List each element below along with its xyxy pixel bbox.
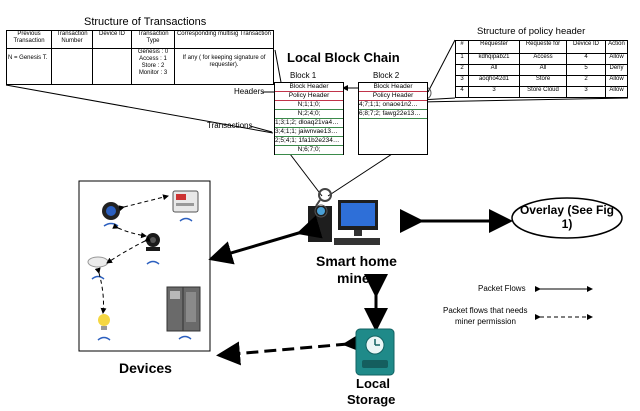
overlay-ellipse[interactable] — [511, 197, 623, 239]
policy-header: Requester — [468, 40, 520, 54]
refrigerator-icon — [166, 286, 201, 340]
policy-cell: 4 — [566, 53, 606, 65]
policy-structure-table: # Requester Requeste for Device ID Actio… — [455, 40, 628, 98]
block1-label: Block 1 — [290, 71, 317, 80]
block1-transaction: N;1;1;0; — [275, 101, 343, 110]
miner-devices-flow — [208, 215, 323, 265]
block2-label: Block 2 — [373, 71, 400, 80]
tx-header: Device ID — [92, 30, 132, 49]
policy-cell: kdhqipab21 — [468, 53, 520, 65]
storage-label-line1: Local — [356, 376, 390, 391]
devices-label: Devices — [119, 360, 172, 376]
miner-label-line1: Smart home — [316, 253, 397, 269]
tx-structure-table: Previous Transaction Transaction Number … — [6, 30, 274, 85]
policy-cell: 4 — [455, 86, 469, 98]
tx-cell: N = Genesis T. — [6, 48, 52, 85]
chain-title: Local Block Chain — [287, 50, 400, 65]
policy-cell: Store — [519, 75, 567, 87]
tx-header: Corresponding multisig Transaction — [174, 30, 274, 49]
light-bulb-icon — [97, 314, 111, 341]
policy-cell: aoqho42d1 — [468, 75, 520, 87]
policy-cell: 1 — [455, 53, 469, 65]
transactions-label: Transactions — [207, 121, 253, 130]
policy-cell: 2 — [566, 75, 606, 87]
device-permission-flows — [94, 194, 169, 314]
transactions-pointer — [249, 125, 273, 133]
policy-cell: 2 — [455, 64, 469, 76]
smart-display-icon — [172, 190, 199, 222]
policy-cell: 5 — [566, 64, 606, 76]
block2-transaction: 4;7;1;1; onaoe1n2… — [359, 101, 427, 110]
block1-transaction: N;6;7;0; — [275, 146, 343, 155]
tx-header: Transaction Type — [131, 30, 175, 49]
policy-cell: All — [468, 64, 520, 76]
block1-transaction: 2;5;4;1; 1fa1b2e234… — [275, 137, 343, 146]
policy-cell: Access — [519, 53, 567, 65]
legend-solid-label: Packet Flows — [478, 284, 526, 293]
tx-cell: Genesis : 0 Access : 1 Store : 2 Monitor… — [131, 48, 175, 85]
tx-header: Previous Transaction — [6, 30, 52, 49]
policy-header: Action — [605, 40, 628, 54]
tx-cell: If any ( for keeping signature of reques… — [174, 48, 274, 85]
policy-cell: 3 — [468, 86, 520, 98]
policy-header: Requeste for — [519, 40, 567, 54]
block2-policy-header: Policy Header — [359, 92, 427, 101]
block2-transaction: 6;8;7;2; fawg22e13… — [359, 110, 427, 119]
policy-cell: Allow — [605, 86, 628, 98]
magnifier-icon — [315, 188, 332, 207]
policy-structure-title: Structure of policy header — [477, 26, 586, 37]
miner-to-chain-lines — [289, 153, 393, 197]
block1-block-header: Block Header — [275, 83, 343, 92]
storage-devices-flow — [216, 330, 367, 366]
miner-computer-icon — [308, 200, 380, 245]
policy-cell: Allow — [605, 53, 628, 65]
tx-structure-title: Structure of Transactions — [84, 16, 207, 28]
tx-cell — [92, 48, 132, 85]
policy-cell: 3 — [566, 86, 606, 98]
overlay-label[interactable]: Overlay (See Fig 1) — [519, 203, 615, 231]
block1: Block Header Policy Header N;1;1;0; N;2;… — [274, 82, 344, 155]
storage-label-line2: Storage — [347, 392, 396, 407]
policy-cell: Deny — [605, 64, 628, 76]
block2-block-header: Block Header — [359, 83, 427, 92]
headers-label: Headers — [234, 87, 265, 96]
policy-header: # — [455, 40, 469, 54]
legend-dashed-label-1: Packet flows that needs — [443, 306, 528, 315]
block1-policy-header: Policy Header — [275, 92, 343, 101]
policy-cell: All — [519, 64, 567, 76]
tx-header: Transaction Number — [51, 30, 93, 49]
tx-cell — [51, 48, 93, 85]
miner-label-line2: miner — [337, 270, 376, 286]
block1-transaction: N;2;4;0; — [275, 110, 343, 119]
block1-transaction: 3;4;1;1; jaiwnvae13… — [275, 128, 343, 137]
policy-cell: Store Cloud — [519, 86, 567, 98]
policy-cell: 3 — [455, 75, 469, 87]
block2: Block Header Policy Header 4;7;1;1; onao… — [358, 82, 428, 155]
block1-transaction: 1;3;1;2; dloaq21va4… — [275, 119, 343, 128]
policy-cell: Allow — [605, 75, 628, 87]
local-storage-icon — [355, 328, 395, 376]
legend-dashed-label-2: miner permission — [455, 317, 516, 326]
policy-header: Device ID — [566, 40, 606, 54]
